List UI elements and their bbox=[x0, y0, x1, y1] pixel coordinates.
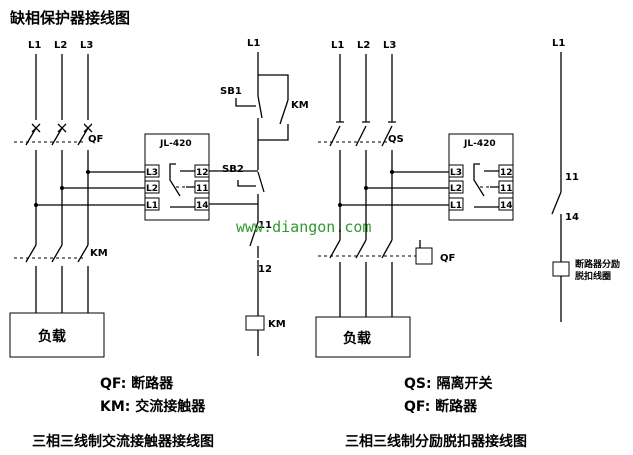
d2-phase-l1: L1 bbox=[331, 40, 344, 51]
d1-relay-name: JL-420 bbox=[159, 139, 192, 149]
diagram-title: 缺相保护器接线图 bbox=[9, 9, 130, 27]
cc-start-button: SB2 bbox=[222, 164, 244, 175]
d1-phase-l3: L3 bbox=[80, 40, 93, 51]
d1-relay-in-l3: L3 bbox=[146, 168, 158, 178]
cc-hold-contact: KM bbox=[291, 100, 309, 111]
d1-legend-km: KM: 交流接触器 bbox=[100, 398, 206, 415]
d1-caption: 三相三线制交流接触器接线图 bbox=[32, 433, 214, 450]
cc-stop-button: SB1 bbox=[220, 86, 242, 97]
d1-relay-out-14: 14 bbox=[196, 201, 209, 211]
d2-phase-l3: L3 bbox=[383, 40, 396, 51]
d1-relay-out-11: 11 bbox=[196, 184, 209, 194]
d1-relay-in-l2: L2 bbox=[146, 184, 158, 194]
d2-relay-name: JL-420 bbox=[463, 139, 496, 149]
d2-relay-out-14: 14 bbox=[500, 201, 513, 211]
d2-relay-out-12: 12 bbox=[500, 168, 513, 178]
d1-load: 负载 bbox=[38, 328, 66, 345]
sc-term-11: 11 bbox=[565, 172, 579, 183]
sc-term-14: 14 bbox=[565, 212, 579, 223]
cc-term-12: 12 bbox=[258, 264, 272, 275]
d2-relay-out-11: 11 bbox=[500, 184, 513, 194]
d1-legend-qf: QF: 断路器 bbox=[100, 375, 174, 392]
sc-coil-label-2: 脱扣线圈 bbox=[575, 270, 611, 282]
sc-line: L1 bbox=[552, 38, 565, 49]
d2-switch-label: QS bbox=[388, 134, 404, 145]
d1-phase-l1: L1 bbox=[28, 40, 41, 51]
d2-load: 负载 bbox=[343, 330, 371, 347]
sc-coil-label-1: 断路器分励 bbox=[575, 258, 620, 270]
d2-relay-in-l2: L2 bbox=[450, 184, 462, 194]
cc-line: L1 bbox=[247, 38, 260, 49]
d1-breaker-label: QF bbox=[88, 134, 103, 145]
d2-legend-qf: QF: 断路器 bbox=[404, 398, 478, 415]
cc-coil: KM bbox=[268, 319, 286, 330]
control-circuit: L1 SB1 KM SB2 11 12 KM bbox=[220, 38, 309, 356]
cc-term-11: 11 bbox=[258, 220, 272, 231]
d2-trip-coil-label: QF bbox=[440, 253, 455, 264]
d1-contactor-label: KM bbox=[90, 248, 108, 259]
diagram-1: L1 L2 L3 QF JL-420 L3 L2 L1 12 11 14 bbox=[9, 40, 258, 450]
d1-relay-out-12: 12 bbox=[196, 168, 209, 178]
d2-relay-in-l1: L1 bbox=[450, 201, 462, 211]
d2-legend-qs: QS: 隔离开关 bbox=[404, 375, 492, 392]
d2-relay-in-l3: L3 bbox=[450, 168, 462, 178]
shunt-circuit: L1 11 14 断路器分励 脱扣线圈 bbox=[551, 38, 620, 322]
watermark: www.diangon.com bbox=[236, 218, 371, 236]
d2-phase-l2: L2 bbox=[357, 40, 370, 51]
d1-phase-l2: L2 bbox=[54, 40, 67, 51]
d2-caption: 三相三线制分励脱扣器接线图 bbox=[345, 433, 527, 450]
d1-relay-in-l1: L1 bbox=[146, 201, 158, 211]
diagram-2: L1 L2 L3 QS JL-420 L3 L2 L1 12 11 14 bbox=[315, 40, 527, 450]
